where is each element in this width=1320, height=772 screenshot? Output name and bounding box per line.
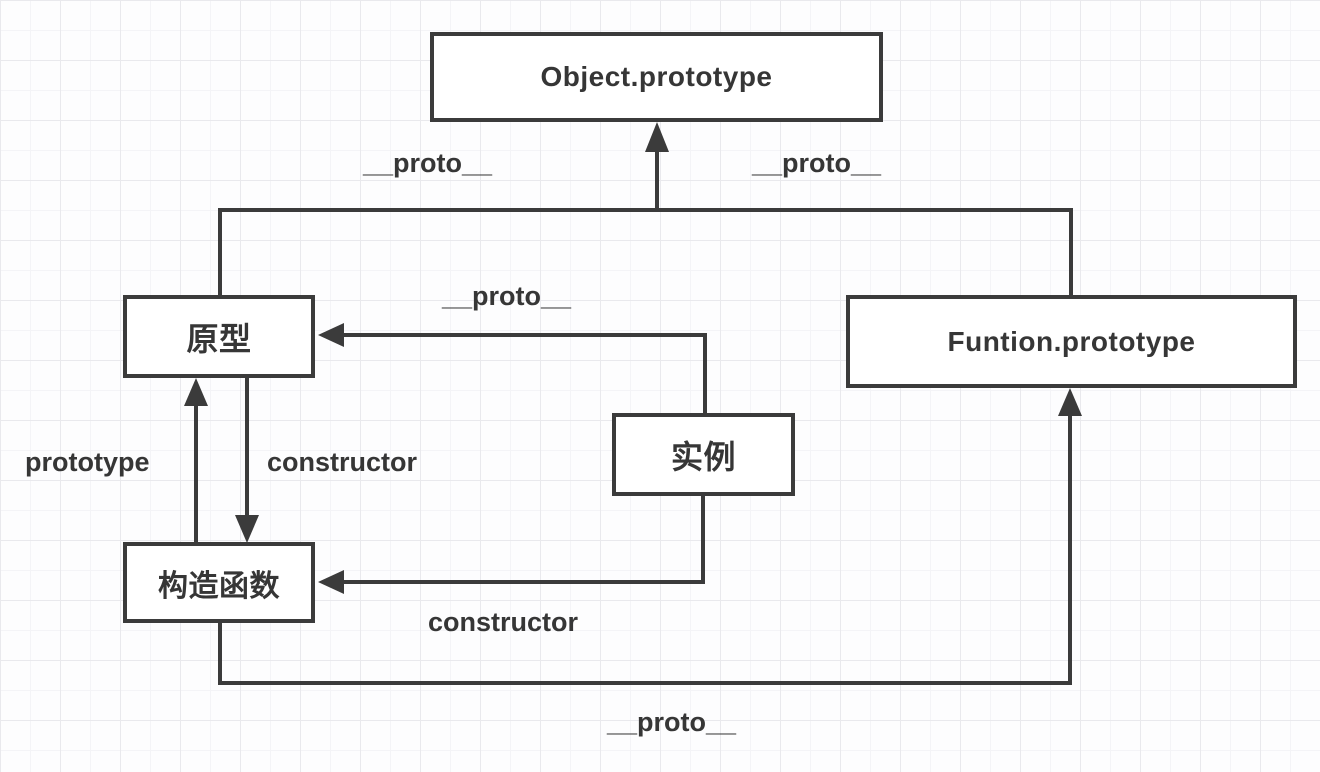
node-prototype-cn-label: 原型 — [186, 320, 252, 357]
node-constructor-fn-cn: 构造函数 — [123, 542, 315, 623]
edge-label-constructor-mid: constructor — [267, 447, 418, 477]
edge-label-proto-top-right: __proto__ — [752, 148, 882, 178]
node-funtion-prototype: Funtion.prototype — [846, 295, 1297, 388]
node-prototype-cn: 原型 — [123, 295, 315, 378]
edge-instance-constructor — [341, 495, 705, 584]
edge-label-proto-instance: __proto__ — [442, 281, 572, 311]
node-instance-cn: 实例 — [612, 413, 795, 496]
arrowhead-up-funtionproto — [1058, 388, 1082, 416]
arrowhead-up-prototype — [184, 378, 208, 406]
edge-label-proto-top-left: __proto__ — [363, 148, 493, 178]
arrowhead-left-proto — [318, 323, 344, 347]
node-object-prototype-label: Object.prototype — [540, 61, 773, 92]
arrowhead-up-object — [645, 122, 669, 152]
arrowhead-down-constructor — [235, 515, 259, 543]
node-constructor-fn-cn-label: 构造函数 — [158, 569, 280, 603]
node-object-prototype: Object.prototype — [430, 32, 883, 122]
edge-ctor-funtionproto — [218, 412, 1072, 685]
edge-label-constructor-instance: constructor — [428, 607, 579, 637]
edge-instance-proto — [341, 333, 707, 415]
node-funtion-prototype-label: Funtion.prototype — [947, 325, 1196, 357]
node-instance-cn-label: 实例 — [670, 438, 736, 475]
edge-label-proto-bottom: __proto__ — [607, 707, 737, 737]
arrowhead-left-constructor — [318, 570, 344, 594]
edge-proto-rail — [218, 208, 1073, 297]
edge-label-prototype: prototype — [25, 447, 150, 477]
